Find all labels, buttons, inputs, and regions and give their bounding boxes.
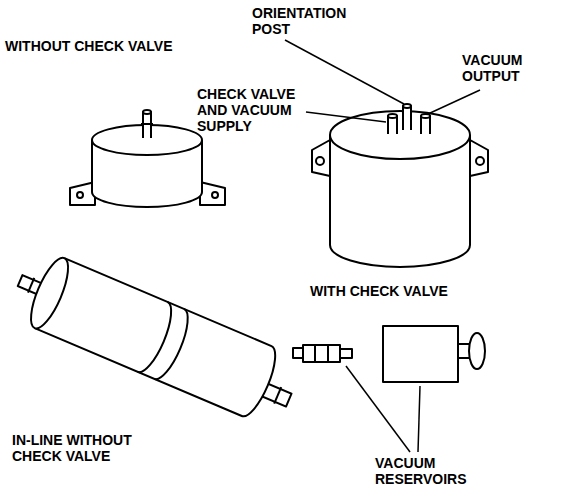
part-label: IN-LINE WITHOUT CHECK VALVE — [12, 432, 162, 464]
part-label: CHECK VALVE AND VACUUM SUPPLY — [197, 86, 309, 134]
large-vacuum-reservoir — [383, 326, 485, 382]
part-label: VACUUM OUTPUT — [462, 52, 562, 84]
part-label: ORIENTATION POST — [252, 5, 364, 37]
part-label: WITH CHECK VALVE — [310, 283, 530, 299]
small-vacuum-reservoir — [293, 345, 352, 362]
part-label: WITHOUT CHECK VALVE — [5, 38, 205, 54]
part-label: VACUUM RESERVOIRS — [375, 455, 495, 487]
canister-with-check-valve — [312, 104, 488, 267]
in-line-canister — [5, 246, 305, 431]
leader-lines — [285, 40, 480, 452]
